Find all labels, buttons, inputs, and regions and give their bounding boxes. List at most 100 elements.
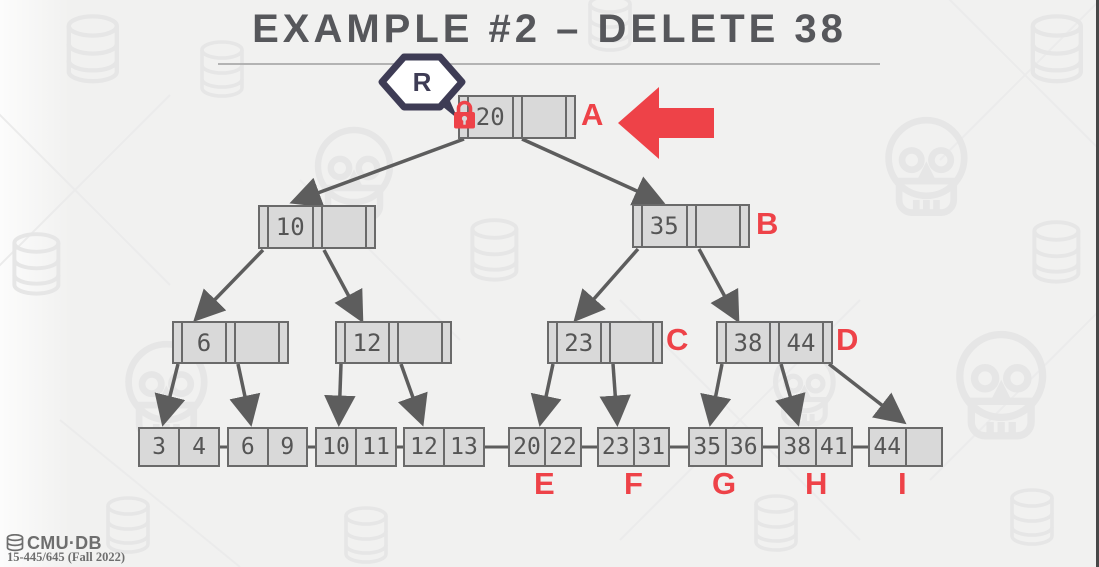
skull-watermark-icon <box>889 120 965 212</box>
pointer-arrow <box>397 363 428 427</box>
leaf-key-cell: 3 <box>152 434 166 460</box>
leaf-key-cell: 38 <box>783 434 812 460</box>
page-title: EXAMPLE #2 – DELETE 38 <box>252 7 847 51</box>
pointer-arrow <box>324 363 356 427</box>
window-right-edge <box>1096 0 1099 567</box>
leaf-letter-label: H <box>805 466 828 501</box>
node-pointer-slot <box>688 206 695 246</box>
leaf-key-cell: 31 <box>632 429 669 465</box>
node-key-cell: 20 <box>467 97 514 137</box>
database-watermark-icon <box>1032 220 1081 284</box>
node-pointer-slot <box>549 323 556 362</box>
node-pointer-slot <box>367 207 374 247</box>
node-letter-label: B <box>756 206 779 241</box>
pointer-arrow <box>530 363 562 427</box>
leaf-key-cell: 44 <box>873 434 902 460</box>
leaf-key-cell: 36 <box>724 429 762 465</box>
leaf-key-cell: 6 <box>240 434 255 460</box>
node-pointer-slot <box>741 206 748 246</box>
node-letter-label: C <box>666 322 689 357</box>
leaf-letter-label: I <box>898 466 907 501</box>
node-letter-label: D <box>836 322 859 357</box>
left-edge-gradient <box>0 0 70 567</box>
leaf-key-cell: 23 <box>601 434 630 460</box>
pointer-arrow <box>775 363 806 427</box>
leaf-letter-label: F <box>624 466 643 501</box>
inner-node-12: 12 <box>335 321 452 364</box>
diagonal-watermark-line <box>299 179 461 341</box>
database-watermark-icon <box>470 218 519 282</box>
node-pointer-slot <box>390 323 397 362</box>
leaf-key-cell: 4 <box>178 429 218 465</box>
root-badge: R <box>378 53 466 119</box>
node-pointer-slot <box>824 323 831 362</box>
leaf-key-cell: 13 <box>443 429 483 465</box>
inner-node-35: 35 <box>632 204 750 248</box>
leaf-key-cell <box>904 429 942 465</box>
inner-node-6: 6 <box>172 321 289 364</box>
pointer-arrow <box>322 249 364 324</box>
diagonal-watermark-line <box>929 309 1099 481</box>
node-key-cell <box>397 323 443 362</box>
node-key-cell: 10 <box>267 207 314 247</box>
title-divider <box>218 63 880 65</box>
pointer-arrow <box>193 248 265 323</box>
node-pointer-slot <box>174 323 181 362</box>
skull-watermark-icon <box>960 335 1043 436</box>
lock-icon <box>454 100 475 129</box>
leaf-key-cell: 12 <box>410 434 438 460</box>
node-pointer-slot <box>314 207 321 247</box>
pointer-arrow <box>229 363 261 427</box>
node-pointer-slot <box>443 323 450 362</box>
node-pointer-slot <box>260 207 267 247</box>
node-key-cell: 6 <box>181 323 227 362</box>
database-watermark-icon <box>1010 488 1054 546</box>
node-key-cell <box>694 206 741 246</box>
node-key-cell <box>320 207 367 247</box>
leaf-key-cell: 20 <box>513 434 541 460</box>
node-pointer-slot <box>567 97 574 137</box>
cmu-db-logo-icon <box>6 534 24 552</box>
leaf-letter-label: G <box>712 466 737 501</box>
node-key-cell <box>234 323 280 362</box>
node-pointer-slot <box>337 323 344 362</box>
leaf-key-cell: 11 <box>355 429 395 465</box>
inner-node-10: 10 <box>258 205 376 249</box>
database-watermark-icon <box>344 506 388 564</box>
node-key-cell: 35 <box>641 206 688 246</box>
pointer-arrow <box>154 363 186 427</box>
node-key-cell: 12 <box>344 323 390 362</box>
node-pointer-slot <box>602 323 609 362</box>
pointer-arrow <box>573 247 640 323</box>
red-left-arrow-icon <box>618 87 714 159</box>
node-key-cell: 23 <box>556 323 602 362</box>
root-node: 20 <box>458 95 576 139</box>
node-key-cell <box>520 97 567 137</box>
leaf-letter-label: E <box>534 466 555 501</box>
pointer-arrow <box>697 248 740 324</box>
database-watermark-icon <box>106 496 150 554</box>
node-pointer-slot <box>514 97 521 137</box>
node-key-cell: 38 <box>725 323 771 362</box>
database-watermark-icon <box>754 494 798 552</box>
node-key-cell <box>608 323 654 362</box>
inner-node-23: 23 <box>547 321 663 364</box>
pointer-arrow <box>599 363 631 427</box>
node-key-cell: 44 <box>778 323 824 362</box>
leaf-key-cell: 9 <box>266 429 307 465</box>
pointer-arrow <box>700 363 732 427</box>
node-pointer-slot <box>280 323 287 362</box>
node-pointer-slot <box>227 323 234 362</box>
node-pointer-slot <box>654 323 661 362</box>
node-letter-label: A <box>581 97 604 132</box>
leaf-key-cell: 35 <box>693 434 722 460</box>
leaf-key-cell: 41 <box>814 429 852 465</box>
